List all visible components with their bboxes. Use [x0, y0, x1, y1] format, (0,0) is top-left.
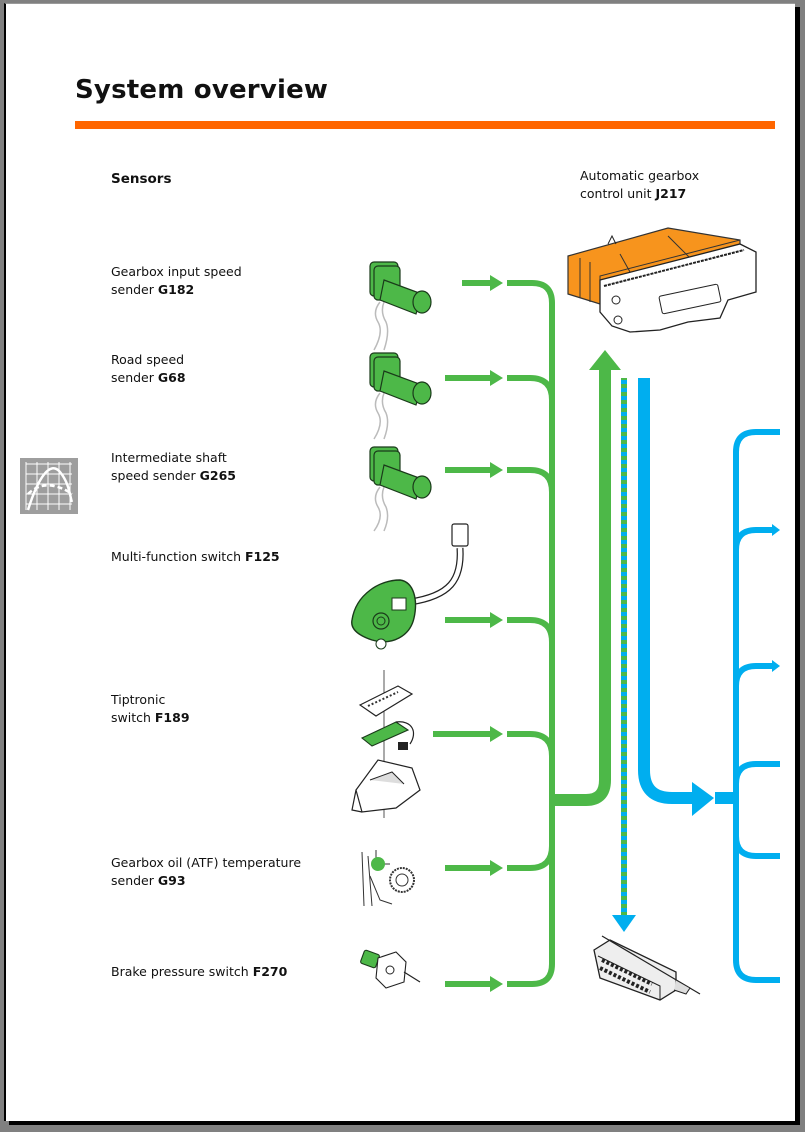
brake-pressure-switch-icon: [360, 949, 421, 989]
output-trunk-arrowhead: [692, 782, 714, 816]
sensor-name: Gearbox oil (ATF) temperature: [111, 855, 302, 870]
sensor-label-g93: Gearbox oil (ATF) temperature sender G93: [111, 854, 301, 890]
sensor-name: Multi-function switch: [111, 549, 245, 564]
input-bus: [507, 280, 555, 987]
diagnostic-connector-icon: [593, 935, 701, 1001]
sensor-label-g68: Road speed sender G68: [111, 351, 186, 387]
signal-arrow-f189: [433, 726, 503, 742]
signal-arrow-g93: [445, 860, 503, 876]
signal-arrow-f270: [445, 976, 503, 992]
chart-chapter-icon: [20, 458, 78, 514]
speed-sender-icon: [369, 261, 432, 351]
control-unit-icon: [567, 227, 757, 333]
control-unit-code: J217: [655, 186, 687, 201]
sensor-code: F189: [154, 710, 190, 725]
sensor-name: switch: [111, 710, 155, 725]
sensor-name: Road speed: [111, 352, 185, 367]
control-unit-name: Automatic gearbox: [580, 168, 700, 183]
signal-arrow-g68: [445, 370, 503, 386]
sensor-name: Tiptronic: [111, 692, 166, 707]
speed-sender-icon: [369, 352, 432, 440]
control-unit-label: Automatic gearbox control unit J217: [580, 167, 699, 203]
diagnosis-line: [621, 378, 627, 918]
sensor-label-g182: Gearbox input speed sender G182: [111, 263, 242, 299]
sensor-code: G93: [157, 873, 186, 888]
output-bus: [733, 429, 780, 983]
speed-sender-icon: [369, 446, 432, 532]
sensor-label-f270: Brake pressure switch F270: [111, 963, 287, 981]
input-trunk-arrowhead: [589, 350, 621, 370]
temperature-sender-icon: [360, 848, 415, 908]
page: [4, 3, 795, 1121]
multi-function-switch-icon: [351, 523, 469, 650]
sensor-name: sender: [111, 370, 158, 385]
input-trunk: [555, 370, 611, 806]
sensors-heading: Sensors: [111, 171, 172, 187]
sensor-code: G265: [199, 468, 236, 483]
sensor-name: speed sender: [111, 468, 200, 483]
signal-arrow-g265: [445, 462, 503, 478]
sensor-name: sender: [111, 282, 158, 297]
sensor-label-g265: Intermediate shaft speed sender G265: [111, 449, 236, 485]
signal-arrow-g182: [462, 275, 503, 291]
sensor-code: G182: [157, 282, 195, 297]
sensor-name: sender: [111, 873, 158, 888]
signal-arrow-f125: [445, 612, 503, 628]
sensor-label-f125: Multi-function switch F125: [111, 548, 280, 566]
sensor-code: F270: [252, 964, 288, 979]
sensor-name: Gearbox input speed: [111, 264, 242, 279]
sensor-code: G68: [157, 370, 186, 385]
tiptronic-switch-icon: [351, 670, 421, 818]
diagnosis-arrowhead: [612, 915, 636, 932]
sensor-label-f189: Tiptronic switch F189: [111, 691, 190, 727]
sensor-name: Intermediate shaft: [111, 450, 227, 465]
sensor-code: F125: [244, 549, 280, 564]
sensor-name: Brake pressure switch: [111, 964, 253, 979]
page-title: System overview: [75, 75, 329, 105]
control-unit-name: control unit: [580, 186, 656, 201]
title-rule: [75, 121, 775, 129]
output-trunk: [638, 378, 700, 804]
